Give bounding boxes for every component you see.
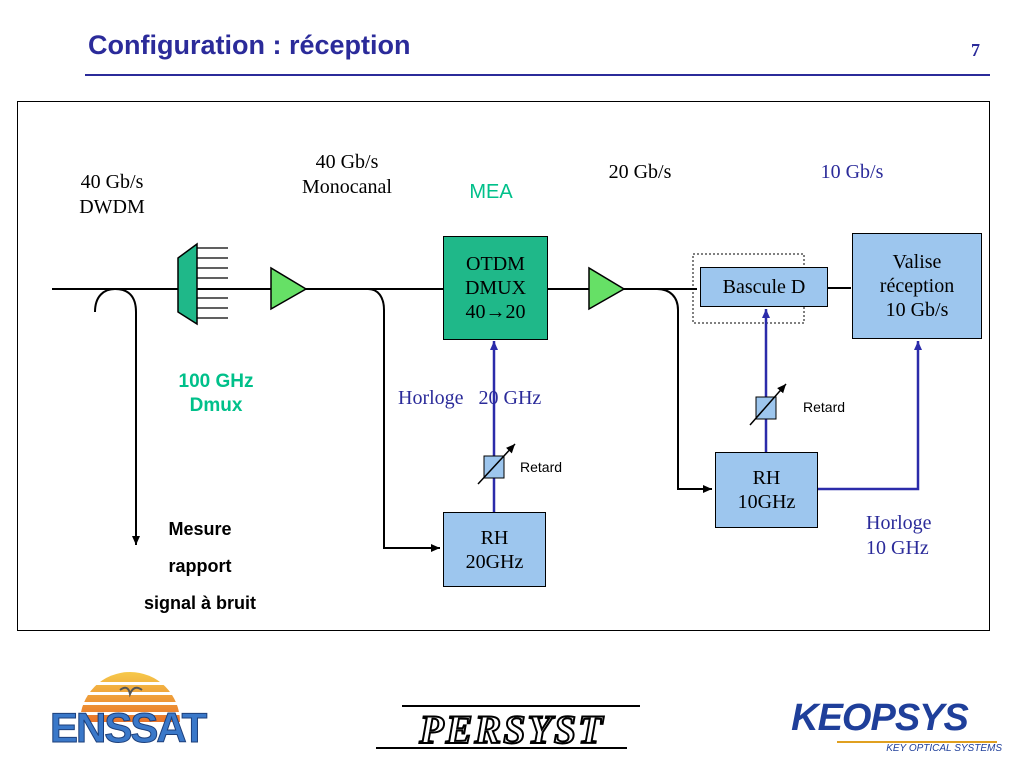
dmux-outputs — [197, 247, 228, 319]
amplifier-2 — [588, 266, 626, 311]
horloge-10-line2: 10 GHz — [866, 537, 929, 559]
rate-10-label: 10 Gb/s — [820, 161, 884, 183]
clock-10ghz-line-valise — [818, 341, 922, 491]
page-number: 7 — [971, 40, 980, 60]
otdm-arrow-glyph: → — [485, 301, 506, 323]
persyst-logo: PERSYST — [372, 700, 642, 758]
otdm-dmux-box: OTDM DMUX 40→20 — [443, 236, 548, 340]
retard-1-label: Retard — [520, 459, 563, 475]
keopsys-logo: KEOPSYS KEY OPTICAL SYSTEMS — [757, 697, 1002, 759]
delay-2-arrow — [749, 383, 787, 426]
enssat-sun-icon — [80, 672, 180, 722]
dmux-label: 100 GHz Dmux — [156, 370, 276, 418]
bascule-d-box: Bascule D — [700, 267, 828, 307]
mono-rate-label: 40 Gb/s Monocanal — [282, 150, 412, 200]
mea-label: MEA — [469, 181, 513, 203]
noise-measure-line1: Mesure — [168, 519, 232, 539]
coupler-1-tap — [94, 287, 140, 545]
persyst-wordmark: PERSYST — [418, 706, 605, 753]
input-rate-text: 40 Gb/s — [80, 171, 144, 193]
otdm-line1: OTDM — [466, 253, 525, 275]
keopsys-wordmark: KEOPSYS — [791, 697, 969, 739]
horloge-10-line1: Horloge — [866, 512, 932, 534]
amplifier-1 — [270, 266, 308, 311]
otdm-ratio-out: 20 — [505, 301, 526, 323]
noise-measure-line3: signal à bruit — [143, 593, 257, 613]
retard-2-label: Retard — [803, 399, 846, 415]
valise-line3: 10 Gb/s — [885, 299, 949, 321]
rh-20ghz-box: RH 20GHz — [443, 512, 546, 587]
keopsys-underline — [837, 741, 997, 743]
otdm-ratio-in: 40 — [465, 301, 486, 323]
slide-title: Configuration : réception — [88, 30, 411, 60]
input-mode-text: DWDM — [79, 196, 145, 218]
mono-mode-text: Monocanal — [302, 176, 392, 198]
valise-line1: Valise — [892, 251, 942, 273]
valise-reception-box: Valise réception 10 Gb/s — [852, 233, 982, 339]
bascule-label: Bascule D — [722, 276, 806, 298]
horloge-20-label: Horloge 20 GHz — [398, 387, 542, 409]
dmux-label-line1: 100 GHz — [178, 371, 254, 392]
keopsys-tagline: KEY OPTICAL SYSTEMS — [886, 743, 1002, 754]
input-rate-label: 40 Gb/s DWDM — [62, 170, 162, 220]
dmux-filter — [177, 242, 198, 326]
diagram-frame — [17, 101, 990, 631]
delay-1-arrow — [477, 443, 516, 485]
coupler-2-tap — [367, 288, 440, 552]
rh20-line2: 20GHz — [465, 550, 524, 573]
enssat-wordmark: ENSSAT — [50, 704, 208, 752]
rate-20-label: 20 Gb/s — [608, 161, 672, 183]
rh-10ghz-box: RH 10GHz — [715, 452, 818, 528]
title-underline — [85, 74, 990, 76]
rh10-line2: 10GHz — [737, 491, 796, 513]
coupler-3-tap — [656, 288, 712, 493]
horloge-10-label: Horloge 10 GHz — [866, 511, 932, 561]
mono-rate-text: 40 Gb/s — [315, 151, 379, 173]
noise-measure-label: Mesure rapport signal à bruit — [110, 511, 290, 622]
valise-line2: réception — [879, 275, 955, 297]
enssat-logo: ENSSAT — [50, 650, 210, 762]
noise-measure-line2: rapport — [168, 556, 232, 576]
persyst-emblem — [376, 705, 640, 749]
rh20-line1: RH — [480, 526, 509, 549]
otdm-line2: DMUX — [464, 277, 527, 299]
dmux-label-line2: Dmux — [189, 394, 243, 416]
rh10-line1: RH — [752, 467, 781, 489]
otdm-line3: 40→20 — [466, 300, 526, 324]
